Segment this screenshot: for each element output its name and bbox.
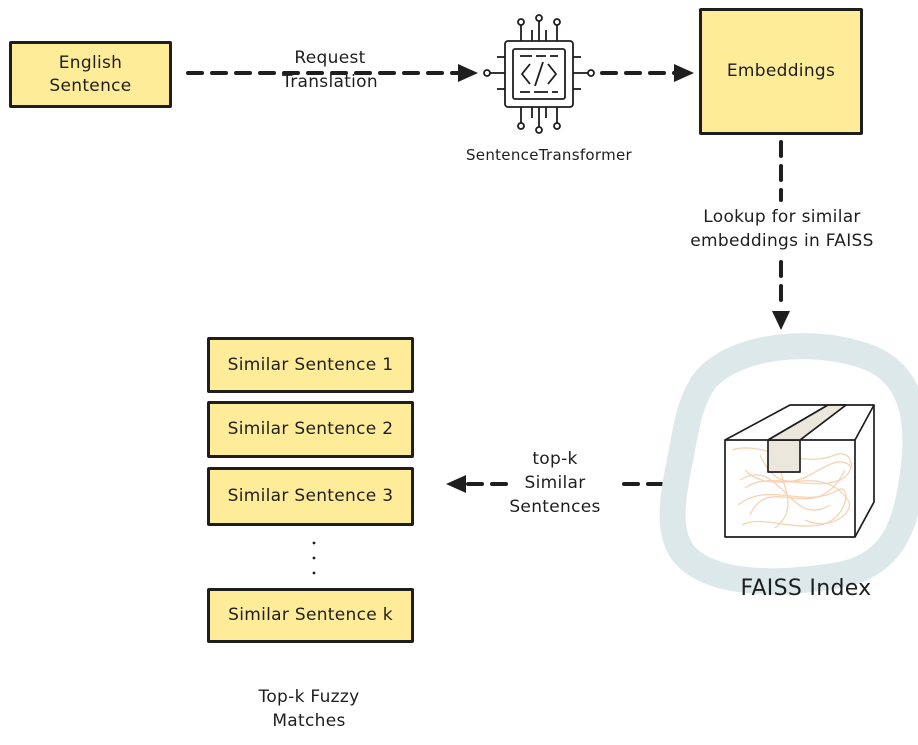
- arrow-request-translation: [186, 64, 478, 82]
- label-topk-similar: top-k Similar Sentences: [509, 449, 601, 517]
- node-english-sentence: English Sentence: [9, 41, 172, 108]
- similar-sentence-k: Similar Sentence k: [207, 588, 414, 643]
- label-faiss-index: FAISS Index: [740, 576, 872, 601]
- arrow-lookup-faiss: [772, 140, 790, 330]
- label-topk-fuzzy-matches: Top-k Fuzzy Matches: [258, 687, 360, 731]
- arrow-topk: [446, 475, 664, 493]
- box-icon: [659, 333, 918, 595]
- similar-sentence-1: Similar Sentence 1: [207, 337, 414, 393]
- vertical-dots-icon: [312, 541, 316, 575]
- label-lookup-faiss: Lookup for similar embeddings in FAISS: [690, 207, 874, 251]
- similar-sentence-2: Similar Sentence 2: [207, 401, 414, 458]
- similar-sentence-3: Similar Sentence 3: [207, 467, 414, 526]
- label-request-translation: Request Translation: [282, 48, 378, 92]
- chip-code-icon: [483, 14, 595, 134]
- label-sentence-transformer: SentenceTransformer: [465, 146, 633, 164]
- node-embeddings: Embeddings: [699, 8, 863, 135]
- arrow-to-embeddings: [600, 64, 694, 82]
